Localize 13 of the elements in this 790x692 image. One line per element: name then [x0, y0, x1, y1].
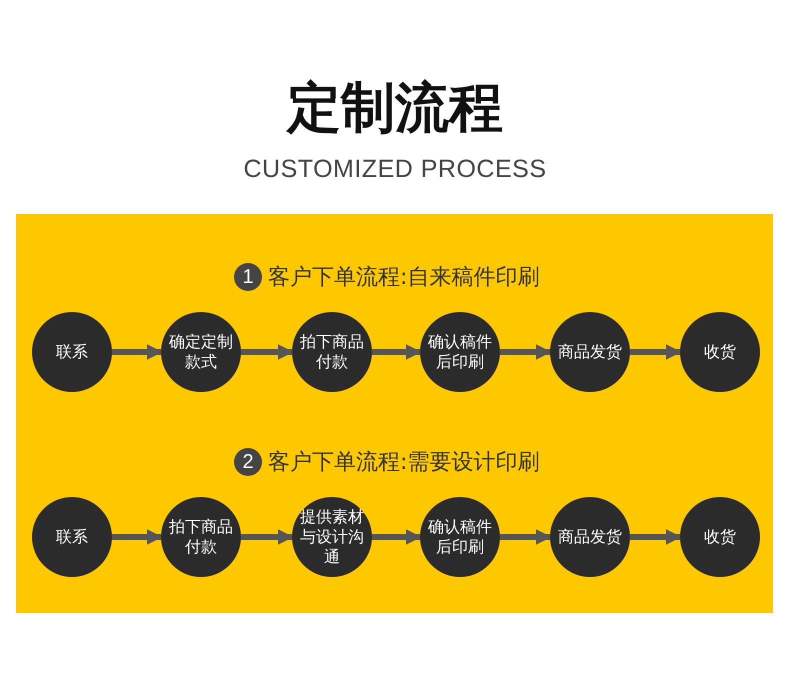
- arrow: [112, 344, 163, 360]
- arrow: [112, 529, 163, 545]
- title: 定制流程: [285, 75, 504, 141]
- arrow: [630, 344, 682, 360]
- section-heading: 客户下单流程:自来稿件印刷: [268, 264, 540, 292]
- arrow: [241, 344, 294, 360]
- arrow: [630, 529, 682, 545]
- subtitle: CUSTOMIZED PROCESS: [242, 155, 548, 184]
- arrow: [241, 529, 294, 545]
- arrow: [372, 529, 422, 545]
- arrow: [500, 344, 552, 360]
- section-heading: 客户下单流程:需要设计印刷: [268, 449, 540, 477]
- arrow: [372, 344, 422, 360]
